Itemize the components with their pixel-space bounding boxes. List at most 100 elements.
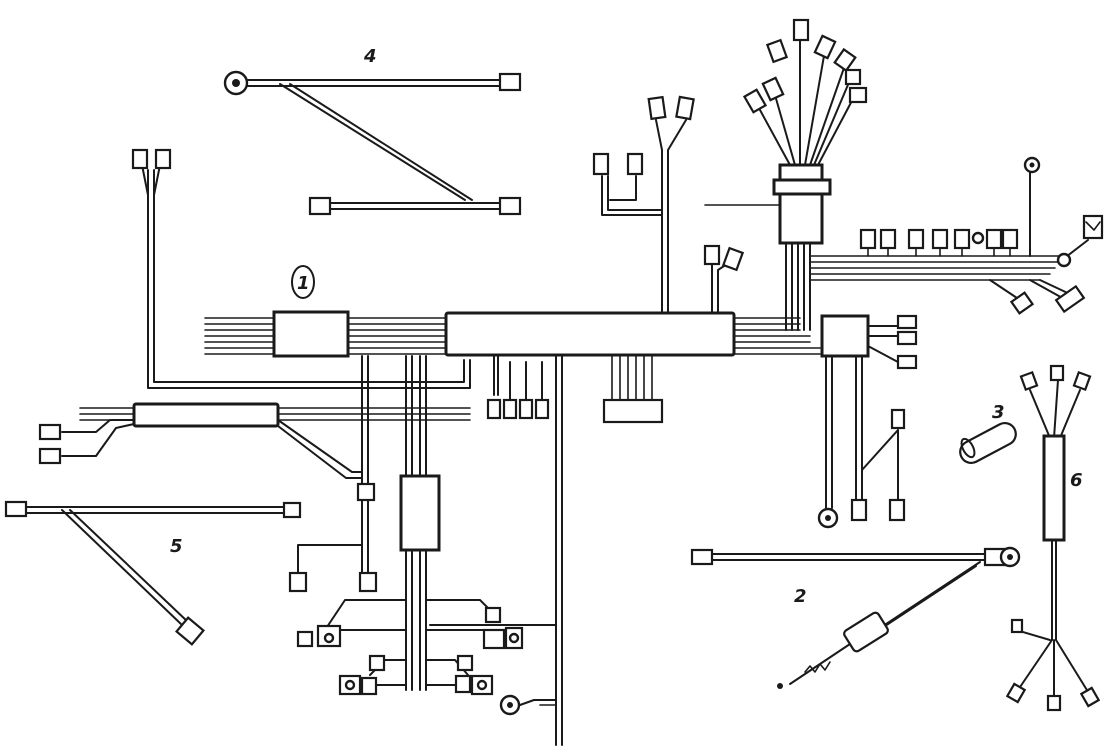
branch-lower-left: [288, 355, 378, 593]
connector: [482, 628, 506, 650]
connector: [288, 571, 308, 593]
branch-bottom-ring: [429, 355, 563, 746]
main-harness: 1: [38, 18, 1104, 746]
connector: [1010, 618, 1024, 634]
right-sleeve-collar: [772, 178, 832, 196]
connector: [833, 47, 857, 73]
connector: [1082, 214, 1104, 240]
connector: [486, 398, 502, 420]
branch-right-end: [817, 314, 918, 529]
label-harness-3: 3: [992, 402, 1005, 423]
branch-central-down: [296, 355, 524, 696]
connector: [38, 423, 62, 441]
fuse-cartridge: [959, 421, 1017, 465]
connector: [518, 398, 534, 420]
branch-short-pair: [703, 244, 745, 314]
connector: [859, 228, 877, 250]
main-sleeve: [444, 311, 736, 357]
connector: [742, 88, 768, 114]
connector: [844, 68, 862, 86]
connector: [890, 408, 906, 430]
ring-terminal: [508, 632, 520, 644]
harness-6: 6: [1005, 364, 1101, 712]
connector: [1049, 364, 1065, 382]
ring-terminal: [344, 679, 356, 691]
connector: [1019, 370, 1039, 392]
connector: [647, 95, 667, 121]
harness-6-sleeve: [1042, 434, 1066, 542]
connector: [1046, 694, 1062, 712]
spring: [804, 661, 831, 673]
left-sleeve: [272, 310, 350, 358]
connector: [690, 548, 714, 566]
label-harness-2: 2: [794, 586, 807, 607]
fuse-holder: [843, 611, 889, 653]
connector: [38, 447, 62, 465]
branch-right-connectors: [809, 156, 1104, 315]
harness-5: 5: [4, 500, 302, 646]
branch-right-fan: [704, 18, 868, 331]
connector: [368, 654, 386, 672]
multipin-connector: [602, 398, 664, 424]
connector: [813, 34, 837, 60]
harness-2: 2: [690, 546, 1021, 689]
connector: [154, 148, 172, 170]
connector: [703, 244, 721, 266]
connector: [360, 676, 378, 696]
connector: [848, 86, 868, 104]
label-harness-5: 5: [170, 536, 183, 557]
multipin-block: [602, 355, 664, 424]
connector: [761, 76, 785, 102]
connector: [1001, 228, 1019, 250]
label-harness-1: 1: [297, 273, 310, 294]
connector: [792, 18, 810, 42]
connector: [356, 482, 376, 502]
connector: [931, 228, 949, 250]
connector: [765, 38, 789, 64]
connector: [534, 398, 550, 420]
connector: [131, 148, 149, 170]
connector: [879, 228, 897, 250]
right-end-sleeve: [820, 314, 870, 358]
branch-small-connectors: [486, 355, 550, 420]
label-harness-4: 4: [363, 46, 377, 67]
ring-terminal: [323, 632, 335, 644]
connector: [1009, 291, 1035, 315]
multipin-connector: [1054, 284, 1086, 314]
connector: [454, 674, 472, 694]
connector: [896, 354, 918, 370]
ring-terminal: [476, 679, 488, 691]
connector: [721, 246, 745, 272]
connector: [896, 314, 918, 330]
connector: [985, 228, 1003, 250]
ring-terminal: [1056, 252, 1072, 268]
connector: [456, 654, 474, 672]
connector: [282, 501, 302, 519]
central-sleeve: [399, 474, 441, 552]
ring-terminal: [971, 231, 985, 245]
harness-3: 3: [959, 402, 1017, 465]
connector: [675, 95, 695, 121]
right-sleeve: [778, 163, 824, 245]
connector: [4, 500, 28, 518]
connector: [358, 571, 378, 593]
left-branch-sleeve: [132, 402, 280, 428]
label-1-circle: [291, 265, 315, 299]
connector: [592, 152, 610, 176]
branch-upper-left: [131, 148, 471, 389]
connector: [907, 228, 925, 250]
connector: [953, 228, 971, 250]
harness-4: 4: [223, 46, 522, 216]
connector: [484, 606, 502, 624]
connector: [308, 196, 332, 216]
connector: [1072, 370, 1092, 392]
branch-top-y: [592, 95, 695, 314]
connector: [498, 72, 522, 92]
connector: [896, 330, 918, 346]
connector: [1005, 682, 1027, 704]
connector: [296, 630, 314, 648]
connector: [850, 498, 868, 522]
connector: [175, 616, 205, 646]
connector: [502, 398, 518, 420]
